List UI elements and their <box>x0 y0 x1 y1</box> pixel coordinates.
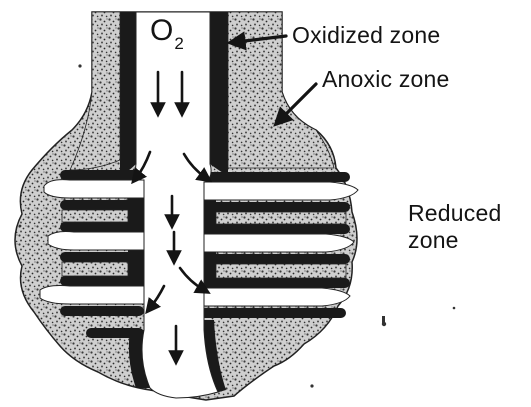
reduced-zone-label-line2: zone <box>408 227 501 254</box>
oxygen-label: O2 <box>150 14 184 48</box>
oxidized-lining-left <box>120 12 136 176</box>
oxidized-lining-right <box>210 12 228 176</box>
reduced-zone-label: Reduced zone <box>408 200 501 254</box>
anoxic-zone-label: Anoxic zone <box>322 66 450 93</box>
oxygen-symbol: O <box>150 14 173 47</box>
oxygen-subscript: 2 <box>174 34 183 53</box>
reduced-zone-label-line1: Reduced <box>408 200 501 227</box>
oxidized-zone-label: Oxidized zone <box>292 22 440 49</box>
